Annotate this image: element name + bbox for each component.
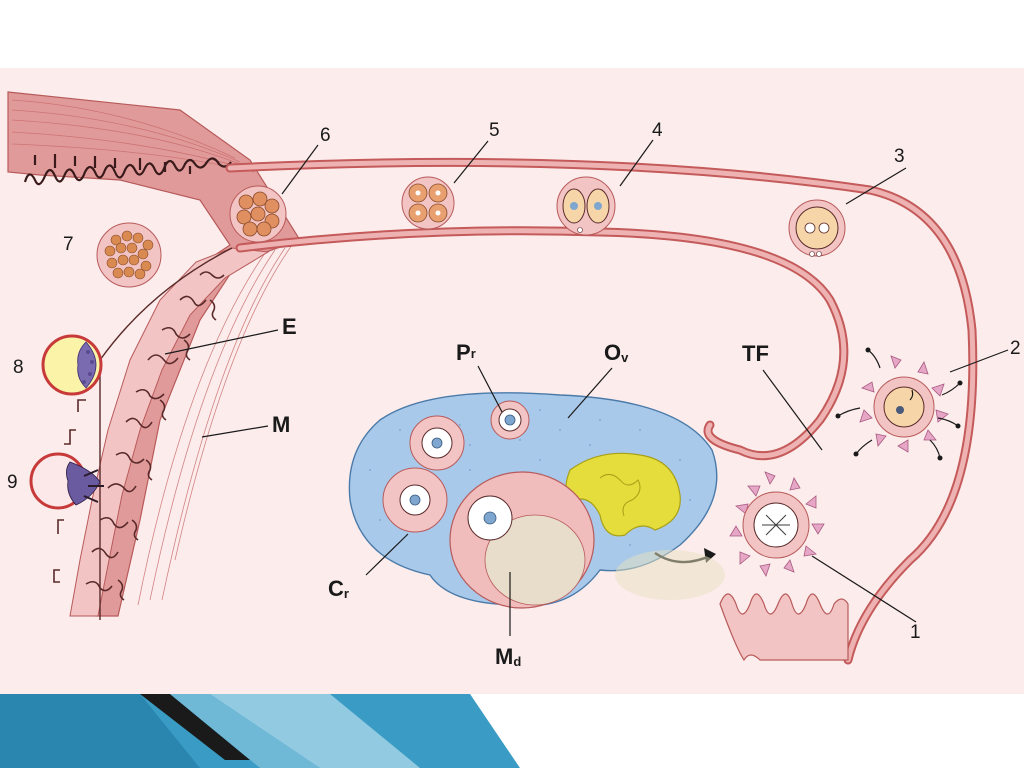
label-9: 9: [7, 472, 18, 493]
stage-5-four-cell: [401, 176, 455, 230]
stage-8-blastocyst: [41, 334, 103, 396]
labels: 1 2 3 4 5 6 7 8 9 E M Pr Ov TF Cr Md: [7, 120, 1021, 669]
label-1: 1: [910, 622, 921, 643]
label-6: 6: [320, 125, 331, 146]
mature-follicle: [449, 471, 595, 609]
uterine-tube: [225, 157, 978, 665]
stage-4-two-cell: [556, 176, 616, 236]
label-M: M: [272, 412, 290, 437]
slide-footer-band: [0, 694, 520, 768]
label-2: 2: [1010, 338, 1021, 359]
stage-9-implantation: [29, 452, 104, 510]
secondary-follicle: [382, 467, 448, 533]
primary-follicle: [490, 400, 530, 440]
label-Md: Md: [495, 644, 521, 669]
ovary: [348, 392, 718, 609]
stage-6-eight-cell: [229, 185, 287, 243]
label-TF: TF: [742, 341, 769, 366]
label-Cr: Cr: [328, 576, 349, 601]
label-Ov: Ov: [604, 340, 629, 365]
growing-follicle: [409, 415, 465, 471]
stage-2-fertilization: [835, 347, 963, 461]
stage-1-ovulated-oocyte: [729, 471, 825, 577]
label-3: 3: [894, 146, 905, 167]
stage-7-morula: [96, 222, 162, 288]
label-8: 8: [13, 357, 24, 378]
label-4: 4: [652, 120, 663, 141]
endometrium-layer: [69, 247, 270, 617]
fimbriae: [719, 593, 849, 662]
leader-lines: [164, 139, 1009, 636]
isthmus-glands: [23, 154, 232, 186]
label-7: 7: [63, 234, 74, 255]
uterine-wall: [7, 91, 301, 620]
label-5: 5: [489, 120, 500, 141]
label-Pr: Pr: [456, 340, 476, 365]
label-E: E: [282, 314, 297, 339]
stage-3-zygote: [788, 199, 846, 257]
